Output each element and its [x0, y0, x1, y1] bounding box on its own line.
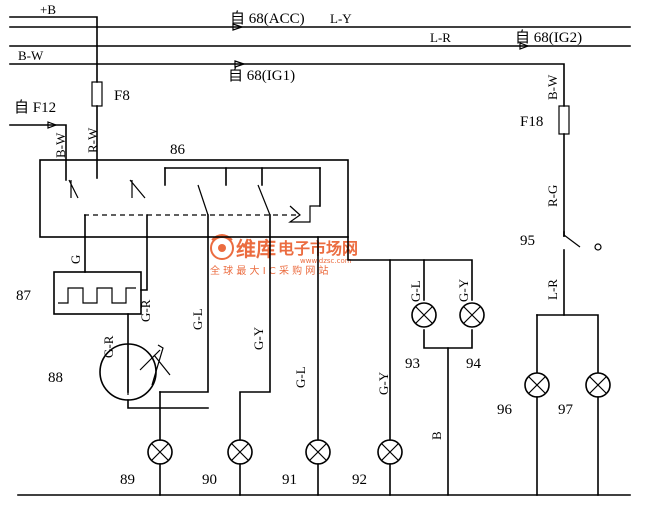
- wire-gl-c: G-L: [408, 280, 423, 302]
- watermark-url: www.dzsc.com: [300, 257, 352, 265]
- lamp-92: 92: [352, 439, 403, 496]
- lamp-97-label: 97: [558, 402, 574, 418]
- watermark-logo-icon: [210, 234, 234, 260]
- wire-lr: L-R: [545, 279, 560, 300]
- wire-g-a: G: [68, 255, 83, 264]
- f12-label: 自 F12: [14, 99, 56, 116]
- wire-rw: R-W: [85, 127, 100, 153]
- lamp-93: 93: [405, 302, 437, 372]
- lamp-94: 94: [459, 302, 485, 372]
- fuse-f8: F8: [91, 81, 130, 179]
- lamp-96: 96: [497, 372, 550, 496]
- wire-b: B: [429, 431, 444, 440]
- switch-86-label: 86: [170, 142, 186, 158]
- lamp-89: 89: [120, 439, 173, 496]
- lamp-89-label: 89: [120, 472, 135, 488]
- wire-bw-right: B-W: [545, 74, 560, 100]
- wire-gl-b: G-L: [293, 366, 308, 388]
- gauge-88-label: 88: [48, 370, 63, 386]
- b-plus-label: +B: [40, 2, 56, 17]
- switch-86: 86: [39, 142, 349, 238]
- gauge-88: 88: [48, 343, 209, 409]
- top-buses: +B 自 68(ACC) L-Y L-R 自 68(IG2) B-W 自 68(…: [9, 2, 631, 181]
- wire-gy-c: G-Y: [456, 278, 471, 302]
- lamp-91: 91: [282, 439, 331, 496]
- switch-95-label: 95: [520, 233, 535, 249]
- wire-color-labels: B-W R-W B-W R-G G G-R G-L G-Y G-R G-L G-…: [53, 74, 560, 440]
- lamp-97: 97: [558, 372, 611, 496]
- lamp-94-label: 94: [466, 356, 482, 372]
- bw-left-label: B-W: [18, 48, 44, 63]
- fuse-f8-label: F8: [114, 88, 130, 104]
- acc-label: 自 68(ACC): [230, 10, 305, 27]
- wire-gy-a: G-Y: [251, 326, 266, 350]
- wire-bw-a: B-W: [53, 132, 68, 158]
- wire-gl-a: G-L: [190, 308, 205, 330]
- fuse-f18-label: F18: [520, 114, 543, 130]
- fuse-f18: F18: [520, 105, 570, 237]
- ig1-label: 自 68(IG1): [228, 67, 295, 84]
- lamp-90-label: 90: [202, 472, 217, 488]
- lamp-92-label: 92: [352, 472, 367, 488]
- lamp-93-label: 93: [405, 356, 420, 372]
- lamp-91-label: 91: [282, 472, 297, 488]
- wire-rg: R-G: [545, 185, 560, 207]
- wire-gr-b: G-R: [101, 335, 116, 358]
- middle-wires: [159, 236, 473, 496]
- watermark: 维库 电子市场网 www.dzsc.com 全 球 最 大 I C 采 购 网 …: [210, 234, 358, 277]
- flasher-87-label: 87: [16, 288, 32, 304]
- acc-color-label: L-Y: [330, 11, 352, 26]
- ig2-color-label: L-R: [430, 30, 451, 45]
- lamp-96-label: 96: [497, 402, 513, 418]
- switch-95: 95: [520, 231, 602, 373]
- wire-gy-b: G-Y: [376, 371, 391, 395]
- ig2-label: 自 68(IG2): [515, 29, 582, 46]
- lamp-90: 90: [202, 439, 253, 496]
